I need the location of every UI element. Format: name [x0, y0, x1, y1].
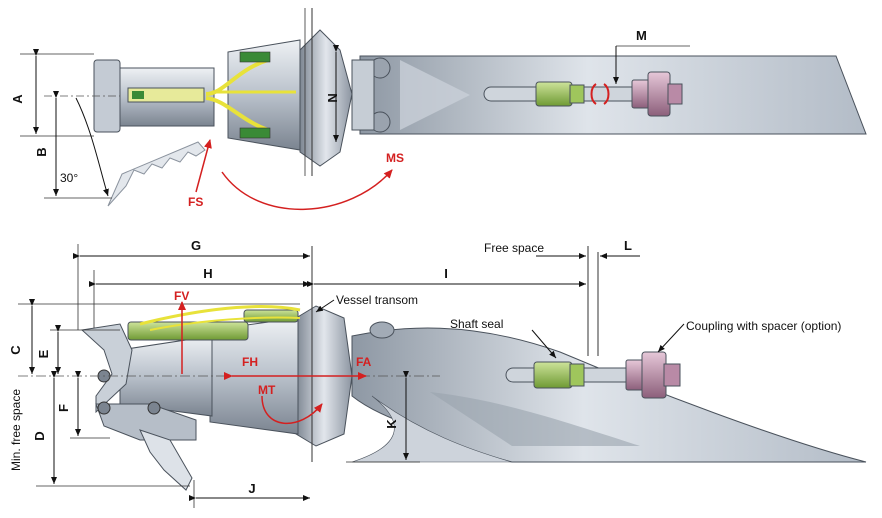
top-shaft-seal	[535, 81, 573, 107]
top-steering-cylinder	[127, 87, 205, 103]
label-vessel-transom: Vessel transom	[336, 293, 418, 307]
label-min-free-space: Min. free space	[9, 389, 23, 471]
dim-g: G	[191, 238, 201, 253]
moment-ms-arrow	[221, 169, 393, 211]
side-coupling	[625, 359, 645, 391]
side-view: G H I Free space L Vessel transom Shaft …	[8, 238, 867, 508]
dim-n: N	[325, 93, 340, 102]
dim-i: I	[444, 266, 448, 281]
dim-b: B	[34, 147, 49, 156]
dim-h: H	[203, 266, 212, 281]
force-fh: FH	[242, 355, 258, 369]
top-coupling	[631, 79, 651, 109]
side-cylinder-lower	[243, 309, 299, 323]
side-reversing-bucket	[80, 323, 133, 414]
label-coupling: Coupling with spacer (option)	[686, 319, 841, 333]
dim-f: F	[56, 404, 71, 412]
side-inspection-cover	[369, 321, 395, 339]
moment-mt-arrow	[261, 395, 323, 425]
dim-a: A	[10, 94, 25, 104]
dim-m: M	[636, 28, 647, 43]
side-cylinder-upper	[127, 321, 249, 341]
force-ms: MS	[386, 151, 404, 165]
dim-j: J	[248, 481, 255, 496]
top-view: A B 30° N M FS MS	[10, 8, 867, 211]
angle-30: 30°	[60, 171, 78, 185]
top-bucket-deflected	[107, 141, 206, 207]
top-flange	[299, 29, 353, 167]
force-mt: MT	[258, 383, 276, 397]
force-fv: FV	[174, 289, 189, 303]
dim-e: E	[36, 349, 51, 358]
side-lower-deflector	[139, 429, 193, 491]
force-fa: FA	[356, 355, 372, 369]
dim-d: D	[32, 431, 47, 440]
label-shaft-seal: Shaft seal	[450, 317, 503, 331]
side-shaft-seal	[533, 361, 573, 389]
dim-c: C	[8, 345, 23, 355]
dim-l: L	[624, 238, 632, 253]
label-free-space: Free space	[484, 241, 544, 255]
dim-k: K	[384, 419, 399, 429]
force-fs: FS	[188, 195, 203, 209]
